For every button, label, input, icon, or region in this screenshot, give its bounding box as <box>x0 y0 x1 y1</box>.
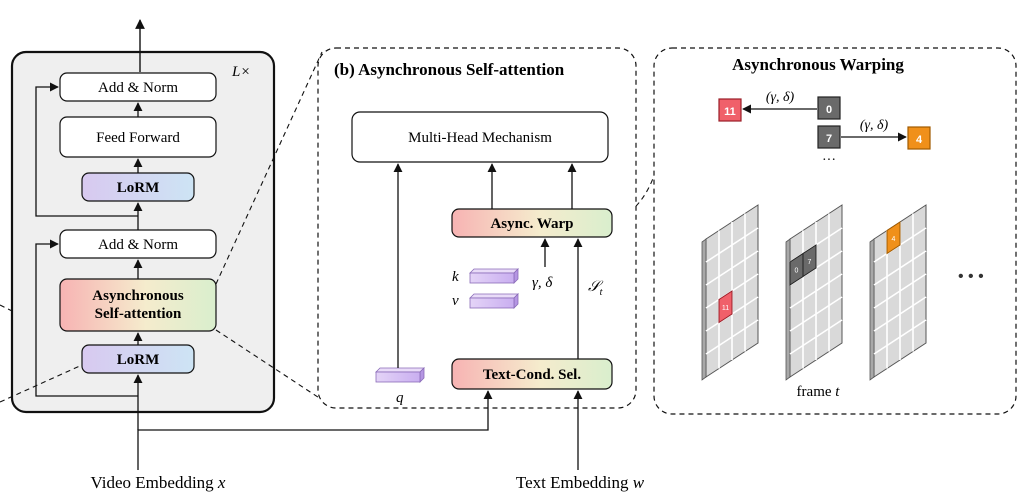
multi-head-label: Multi-Head Mechanism <box>408 130 552 146</box>
add-norm-bottom-label: Add & Norm <box>98 237 178 253</box>
async-attn-line2: Self-attention <box>95 306 182 322</box>
token-4-label: 4 <box>916 134 923 146</box>
text-cond-sel-label: Text-Cond. Sel. <box>483 367 581 383</box>
token-0-label: 0 <box>826 104 832 116</box>
transformer-block: L× Add & Norm Feed Forward LoRM Add & No… <box>10 19 276 430</box>
q-label: q <box>396 390 404 406</box>
token-7-label: 7 <box>826 133 832 145</box>
warp-arrows <box>742 104 907 142</box>
warping-title: Asynchronous Warping <box>732 55 904 74</box>
marked-cell <box>886 221 901 255</box>
token-4 <box>907 126 931 150</box>
vertical-ellipsis: ··· <box>822 153 836 168</box>
marked-cell-label: 11 <box>722 305 729 312</box>
param-label-1: (γ, δ) <box>766 90 795 105</box>
more-frames-dots: • • • <box>958 268 984 285</box>
value-token <box>469 293 519 309</box>
token-11 <box>718 98 742 122</box>
key-token <box>469 268 519 284</box>
text-embedding-label: Text Embedding w <box>516 473 645 492</box>
panel-b-title: (b) Asynchronous Self-attention <box>334 60 565 79</box>
frame-1: 11 <box>701 204 759 381</box>
frame-3: 4 <box>869 204 927 381</box>
v-label: v <box>452 293 459 309</box>
frame-2: 07 <box>785 204 843 381</box>
gamma-delta-label: γ, δ <box>532 275 553 291</box>
token-11-label: 11 <box>724 106 736 118</box>
feed-forward-label: Feed Forward <box>96 130 180 146</box>
marked-cell <box>802 244 817 278</box>
query-token <box>375 367 425 383</box>
async-warp-label: Async. Warp <box>490 216 573 232</box>
lorm-bottom-label: LoRM <box>117 352 160 368</box>
token-7 <box>817 125 841 149</box>
param-label-2: (γ, δ) <box>860 118 889 133</box>
marked-cell-label: 7 <box>808 259 812 266</box>
async-attn-line1: Asynchronous <box>92 288 184 304</box>
multi-head-box: Multi-Head Mechanism <box>351 111 609 163</box>
input-arrows <box>137 390 583 470</box>
add-norm-bottom-box: Add & Norm <box>59 229 217 259</box>
text-cond-sel-box: Text-Cond. Sel. <box>451 358 613 390</box>
marked-cell <box>718 290 733 324</box>
add-norm-top-label: Add & Norm <box>98 80 178 96</box>
token-0 <box>817 96 841 120</box>
lorm-bottom-box: LoRM <box>81 344 195 374</box>
lorm-top-label: LoRM <box>117 180 160 196</box>
marked-cell-label: 0 <box>795 267 799 274</box>
block-arrows <box>35 82 143 430</box>
lorm-top-box: LoRM <box>81 172 195 202</box>
async-self-attention-box: Asynchronous Self-attention <box>59 278 217 332</box>
panel-async-warping: Asynchronous Warping 11 0 7 4 (γ, δ) (γ,… <box>653 47 1017 415</box>
async-warp-box: Async. Warp <box>451 208 613 238</box>
frame-label: frame t <box>797 384 841 400</box>
add-norm-top-box: Add & Norm <box>59 72 217 102</box>
feed-forward-box: Feed Forward <box>59 116 217 158</box>
repeat-label: L× <box>231 64 250 80</box>
marked-cell-label: 4 <box>892 236 896 243</box>
panel-b: (b) Asynchronous Self-attention Multi-He… <box>317 47 637 409</box>
video-embedding-label: Video Embedding x <box>91 473 226 492</box>
k-label: k <box>452 269 459 285</box>
zoom-lines <box>0 51 657 406</box>
panel-b-arrows <box>393 163 583 368</box>
